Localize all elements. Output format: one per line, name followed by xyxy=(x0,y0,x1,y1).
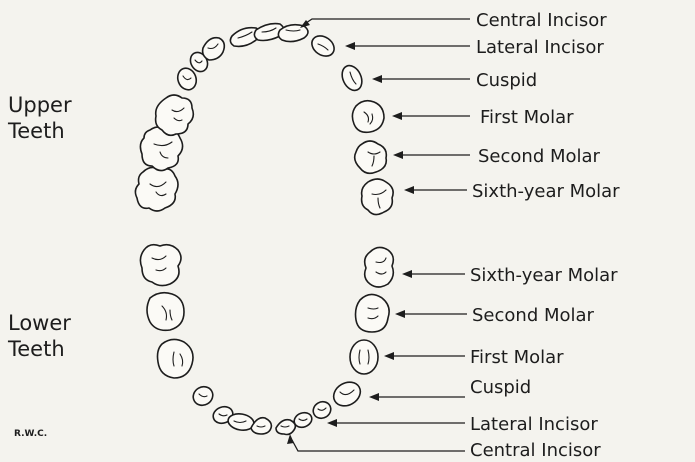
upper-left-molar-3 xyxy=(135,167,178,211)
upper-right-lateral-incisor xyxy=(308,32,338,61)
lower-central-incisor-pointer: Central Incisor xyxy=(287,434,601,461)
lower-left-molar-1 xyxy=(158,339,194,378)
lower-right-sixth-year-molar xyxy=(365,247,394,287)
upper-second-molar-label: Second Molar xyxy=(478,146,601,167)
upper-left-molar-1 xyxy=(156,95,194,135)
lower-right-lateral-incisor xyxy=(310,399,334,422)
svg-text:Teeth: Teeth xyxy=(7,337,65,361)
upper-cuspid-label: Cuspid xyxy=(476,70,537,91)
upper-first-molar-pointer: First Molar xyxy=(392,107,574,128)
upper-lateral-incisor-label: Lateral Incisor xyxy=(476,37,604,58)
lower-sixth-year-molar-pointer: Sixth-year Molar xyxy=(402,265,618,286)
lower-central-incisor-label: Central Incisor xyxy=(470,440,601,461)
svg-text:Lower: Lower xyxy=(8,311,71,335)
lower-sixth-year-molar-label: Sixth-year Molar xyxy=(470,265,618,286)
lower-pointers: Sixth-year Molar Second Molar First Mola… xyxy=(287,265,618,461)
upper-pointers: Central Incisor Lateral Incisor Cuspid F… xyxy=(300,10,620,202)
upper-arch xyxy=(135,24,393,215)
lower-cuspid-label: Cuspid xyxy=(470,377,531,398)
upper-cuspid-pointer: Cuspid xyxy=(372,70,537,91)
lower-cuspid-pointer: Cuspid xyxy=(369,377,531,401)
lower-first-molar-pointer: First Molar xyxy=(384,347,564,368)
lower-second-molar-label: Second Molar xyxy=(472,305,595,326)
upper-first-molar-label: First Molar xyxy=(480,107,574,128)
upper-left-cuspid xyxy=(203,38,225,60)
upper-central-incisor-pointer: Central Incisor xyxy=(300,10,607,31)
lower-left-molar-3 xyxy=(140,245,181,286)
lower-left-premolar-2 xyxy=(190,383,216,409)
lower-left-central-incisor xyxy=(276,420,295,435)
lower-first-molar-label: First Molar xyxy=(470,347,564,368)
upper-second-molar-pointer: Second Molar xyxy=(393,146,601,167)
lower-lateral-incisor-label: Lateral Incisor xyxy=(470,414,598,435)
lower-arch xyxy=(140,245,393,435)
lower-second-molar-pointer: Second Molar xyxy=(395,305,595,326)
upper-central-incisor-label: Central Incisor xyxy=(476,10,607,31)
svg-text:Teeth: Teeth xyxy=(7,119,65,143)
lower-left-lateral-incisor xyxy=(251,418,271,434)
lower-lateral-incisor-pointer: Lateral Incisor xyxy=(327,414,598,435)
upper-lateral-incisor-pointer: Lateral Incisor xyxy=(345,37,604,58)
svg-text:Upper: Upper xyxy=(8,93,72,117)
lower-left-molar-2 xyxy=(147,293,184,331)
lower-right-first-molar xyxy=(350,340,378,374)
upper-right-cuspid xyxy=(338,62,365,93)
upper-right-first-molar xyxy=(352,101,384,133)
upper-right-sixth-year-molar xyxy=(362,179,394,215)
upper-right-central-incisor xyxy=(278,25,308,42)
upper-sixth-year-molar-label: Sixth-year Molar xyxy=(472,181,620,202)
upper-teeth-label: Upper Teeth xyxy=(7,93,72,143)
lower-right-second-molar xyxy=(356,294,390,332)
upper-sixth-year-molar-pointer: Sixth-year Molar xyxy=(404,181,620,202)
lower-right-cuspid xyxy=(329,377,364,410)
upper-right-second-molar xyxy=(355,141,387,173)
artist-signature: R.W.C. xyxy=(14,429,47,439)
lower-teeth-label: Lower Teeth xyxy=(7,311,71,361)
